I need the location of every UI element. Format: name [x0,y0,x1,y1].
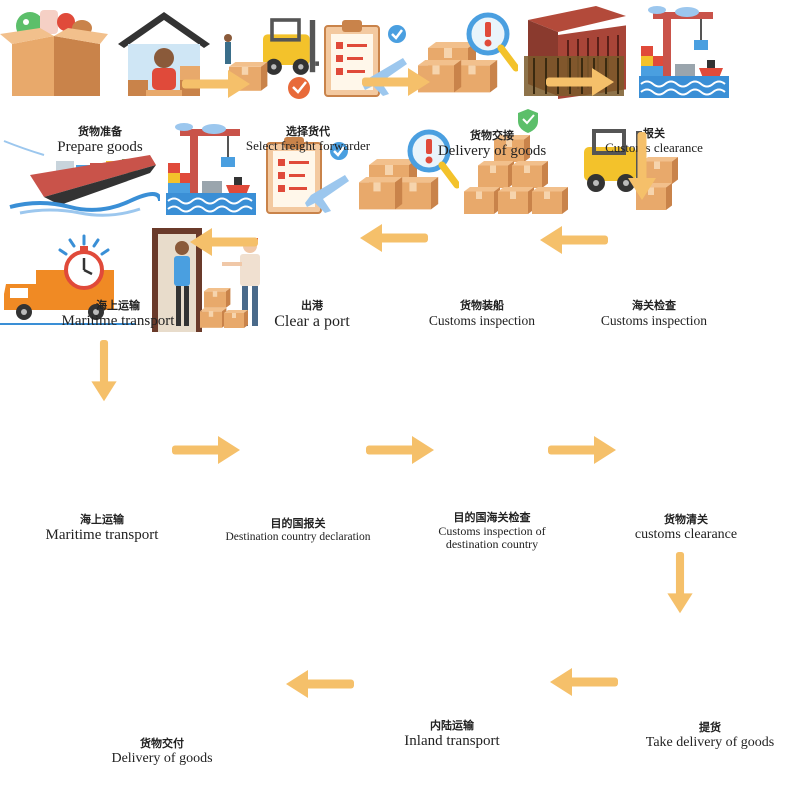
step-en: Customs clearance [605,139,703,155]
flow-arrow-right [182,70,250,98]
flow-arrow-left [540,226,608,254]
flow-arrow-down [667,552,693,614]
step-label-6: 货物装船 Customs inspection [382,299,582,328]
flow-arrow-right [546,68,614,96]
step-label-15: 货物交付 Delivery of goods [62,737,262,767]
flow-arrow-left [190,228,258,256]
step-en: Select freight forwarder [245,137,371,153]
step-zh: 选择货代 [286,125,330,138]
flow-arrow-left [286,670,354,698]
step-label-10: 目的国报关 Destination country declaration [198,517,398,544]
step-zh: 货物交付 [140,737,184,750]
flow-arrow-right [172,436,240,464]
step-en: Clear a port [274,312,350,330]
step-zh: 货物清关 [664,513,708,526]
box-pyramid-icon [463,109,568,214]
step-label-1: 货物准备 Prepare goods [0,125,200,156]
delivery-truck-icon [0,234,136,325]
step-en: Maritime transport [45,526,159,543]
step-en: Delivery of goods [437,142,547,159]
step-label-13: 提货 Take delivery of goods [610,721,800,751]
step-en: customs clearance [634,526,738,542]
flow-arrow-left [550,668,618,696]
flow-arrow-right [362,68,430,96]
step-en: Inland transport [404,732,500,749]
step-label-3: 货物交接 Delivery of goods [392,129,592,160]
step-en: Customs inspection [428,312,536,328]
step-label-12: 货物清关 customs clearance [586,513,786,543]
step-en: Take delivery of goods [645,734,775,750]
step-label-8: 海上运输 Maritime transport [18,299,218,330]
flow-arrow-down [628,132,656,200]
step-en: Destination country declaration [225,530,371,543]
step-zh: 目的国报关 [270,517,326,530]
step-zh: 海上运输 [80,513,124,526]
step-en: Maritime transport [61,312,175,329]
step-zh: 提货 [699,721,721,734]
step-label-11: 目的国海关检查 Customs inspection of destinatio… [392,511,592,552]
port-crane-icon [637,5,730,99]
step-label-5: 海关检查 Customs inspection [554,299,754,328]
step-zh: 货物交接 [470,129,514,142]
step-label-9: 海上运输 Maritime transport [2,513,202,544]
step-label-4: 报关 Customs clearance [554,127,754,156]
flow-arrow-left [360,224,428,252]
step-zh: 内陆运输 [430,719,474,732]
open-box-icon [0,10,108,96]
step-en: Delivery of goods [111,750,213,766]
forklift-icon [223,18,343,99]
flow-arrow-down [91,340,117,402]
cargo-ship-icon [3,140,162,217]
step-zh: 目的国海关检查 [453,511,531,524]
step-label-7: 出港 Clear a port [212,299,412,331]
flow-arrow-right [548,436,616,464]
step-zh: 出港 [301,299,323,312]
step-label-2: 选择货代 Select freight forwarder [208,125,408,154]
step-zh: 货物准备 [78,125,122,138]
step-en: Customs inspection of destination countr… [438,523,546,552]
step-en: Customs inspection [600,312,708,328]
step-en: Prepare goods [57,138,143,155]
step-label-14: 内陆运输 Inland transport [352,719,552,750]
doorstep-delivery-icon [152,228,261,332]
flow-arrow-right [366,436,434,464]
step-zh: 报关 [643,127,665,140]
step-zh: 海关检查 [632,299,676,312]
step-zh: 货物装船 [460,299,504,312]
step-zh: 海上运输 [96,299,140,312]
